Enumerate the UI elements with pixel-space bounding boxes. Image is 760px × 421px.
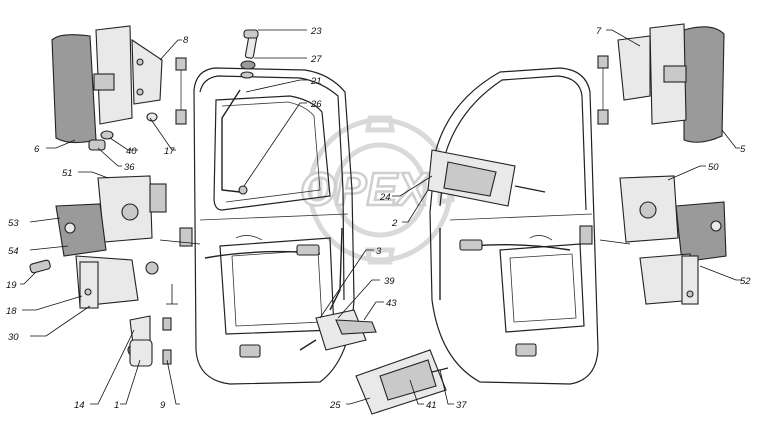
callout-3: 3: [376, 246, 382, 257]
right-latch: [619, 175, 727, 305]
callout-23: 23: [310, 26, 322, 37]
callout-41: 41: [426, 400, 437, 411]
callout-40: 40: [126, 146, 137, 157]
watermark: OPEX: [299, 115, 455, 265]
inside-handle-right: [355, 349, 449, 415]
linkages: [179, 89, 593, 311]
callout-5: 5: [740, 144, 746, 155]
callouts: 23 27 21 26 8 6 40 17 36 51 53 54 19 18 …: [6, 26, 751, 411]
inside-handle-left: [299, 309, 377, 351]
callout-19: 19: [6, 280, 17, 291]
lock-cylinder: [127, 315, 172, 367]
callout-26: 26: [310, 99, 322, 110]
callout-1: 1: [114, 400, 119, 411]
callout-17: 17: [164, 146, 175, 157]
outside-handle: [427, 149, 546, 207]
callout-18: 18: [6, 306, 17, 317]
callout-51: 51: [62, 168, 73, 179]
callout-30: 30: [8, 332, 19, 343]
callout-50: 50: [708, 162, 719, 173]
callout-21: 21: [310, 76, 322, 87]
left-latch: [29, 175, 167, 309]
callout-24: 24: [379, 192, 391, 203]
callout-14: 14: [74, 400, 85, 411]
callout-53: 53: [8, 218, 19, 229]
callout-8: 8: [183, 35, 189, 46]
callout-27: 27: [310, 54, 322, 65]
right-top-hinge: [597, 23, 725, 143]
callout-2: 2: [391, 218, 398, 229]
callout-7: 7: [596, 26, 602, 37]
watermark-text: OPEX: [300, 163, 430, 215]
callout-39: 39: [384, 276, 395, 287]
callout-43: 43: [386, 298, 397, 309]
right-door: [429, 67, 599, 385]
callout-9: 9: [160, 400, 166, 411]
callout-52: 52: [740, 276, 751, 287]
callout-36: 36: [124, 162, 135, 173]
left-top-hinge: [51, 25, 187, 151]
leader-lines: [20, 29, 742, 405]
callout-25: 25: [329, 400, 341, 411]
callout-6: 6: [34, 144, 40, 155]
part-bolt-23: [240, 29, 259, 79]
callout-54: 54: [8, 246, 19, 257]
callout-37: 37: [456, 400, 467, 411]
